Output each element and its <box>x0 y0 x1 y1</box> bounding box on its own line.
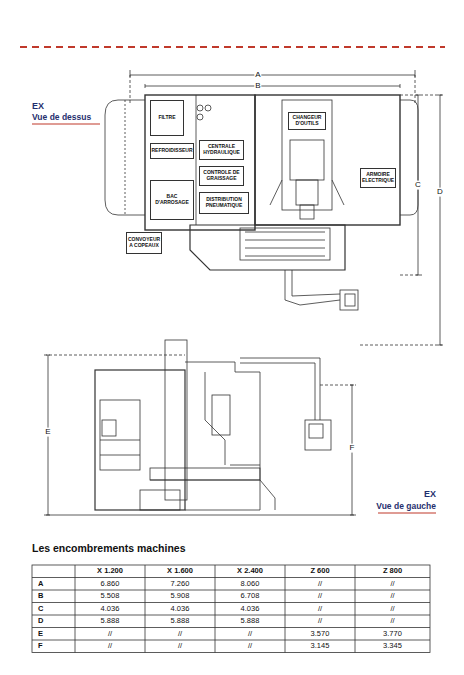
table-cell: 5.888 <box>241 617 260 625</box>
equipment-box: BAC D'ARROSAGE <box>150 180 194 220</box>
dimension-letter: D <box>436 188 444 197</box>
equipment-label: BAC D'ARROSAGE <box>153 194 191 206</box>
table-cell: Z 600 <box>310 567 329 575</box>
table-cell: // <box>178 642 182 650</box>
table-cell: 4.036 <box>101 605 120 613</box>
table-cell: // <box>108 630 112 638</box>
table-cell: // <box>318 605 322 613</box>
equipment-label: REFROIDISSEUR <box>151 148 192 154</box>
table-cell: // <box>318 580 322 588</box>
dimension-letter: A <box>254 71 261 80</box>
equipment-label: ARMOIRE ELECTRIQUE <box>362 172 394 184</box>
dimension-letter: B <box>254 82 261 91</box>
table-cell: 3.770 <box>383 630 402 638</box>
table-cell: 4.036 <box>241 605 260 613</box>
table-cell: E <box>38 630 43 638</box>
equipment-box: ARMOIRE ELECTRIQUE <box>360 168 396 188</box>
dimension-letter: C <box>414 181 422 190</box>
table-cell: // <box>390 592 394 600</box>
equipment-box: DISTRIBUTION PNEUMATIQUE <box>199 192 249 214</box>
equipment-box: CENTRALE HYDRAULIQUE <box>199 140 244 160</box>
equipment-box: REFROIDISSEUR <box>150 143 194 159</box>
table-cell: // <box>248 642 252 650</box>
table-cell: C <box>38 605 43 613</box>
header-rule <box>20 47 445 513</box>
table-cell: A <box>38 580 43 588</box>
table-cell: // <box>390 580 394 588</box>
equipment-label: CONTROLE DE GRAISSAGE <box>202 170 241 182</box>
equipment-box: CONTROLE DE GRAISSAGE <box>199 166 244 186</box>
equipment-label: CHANGEUR D'OUTILS <box>291 115 323 127</box>
table-cell: 3.570 <box>311 630 330 638</box>
table-cell: 3.345 <box>383 642 402 650</box>
table-cell: // <box>318 617 322 625</box>
table-cell: 3.145 <box>311 642 330 650</box>
table-cell: 8.060 <box>241 580 260 588</box>
table-cell: F <box>38 642 43 650</box>
table-cell: 5.888 <box>101 617 120 625</box>
view-code: EX <box>424 490 436 500</box>
view-code: EX <box>32 102 44 112</box>
table-title: Les encombrements machines <box>32 542 185 554</box>
equipment-box: CHANGEUR D'OUTILS <box>288 112 326 130</box>
dimension-table <box>32 565 430 653</box>
equipment-box: FILTRE <box>150 100 184 136</box>
table-cell: 7.260 <box>171 580 190 588</box>
table-cell: X 1.200 <box>97 567 123 575</box>
equipment-label: CONVOYEUR A COPEAUX <box>128 237 160 249</box>
table-cell: // <box>178 630 182 638</box>
dimension-letter: F <box>349 444 356 453</box>
table-cell: 6.708 <box>241 592 260 600</box>
table-cell: 5.908 <box>171 592 190 600</box>
table-cell: 5.888 <box>171 617 190 625</box>
view-title: Vue de dessus <box>32 113 91 122</box>
equipment-label: CENTRALE HYDRAULIQUE <box>202 144 241 156</box>
view-title: Vue de gauche <box>376 502 436 511</box>
table-cell: 6.860 <box>101 580 120 588</box>
side-view <box>44 340 356 515</box>
equipment-label: FILTRE <box>158 115 175 121</box>
equipment-box: CONVOYEUR A COPEAUX <box>126 232 162 254</box>
table-cell: Z 800 <box>383 567 402 575</box>
table-cell: // <box>248 630 252 638</box>
top-view <box>105 70 445 345</box>
table-cell: D <box>38 617 43 625</box>
dimension-letter: E <box>44 428 51 437</box>
table-cell: // <box>108 642 112 650</box>
table-cell: // <box>318 592 322 600</box>
equipment-label: DISTRIBUTION PNEUMATIQUE <box>202 197 246 209</box>
table-cell: 5.508 <box>101 592 120 600</box>
table-cell: // <box>390 605 394 613</box>
table-cell: X 1.600 <box>167 567 193 575</box>
table-cell: // <box>390 617 394 625</box>
table-cell: X 2.400 <box>237 567 263 575</box>
table-cell: B <box>38 592 43 600</box>
table-cell: 4.036 <box>171 605 190 613</box>
